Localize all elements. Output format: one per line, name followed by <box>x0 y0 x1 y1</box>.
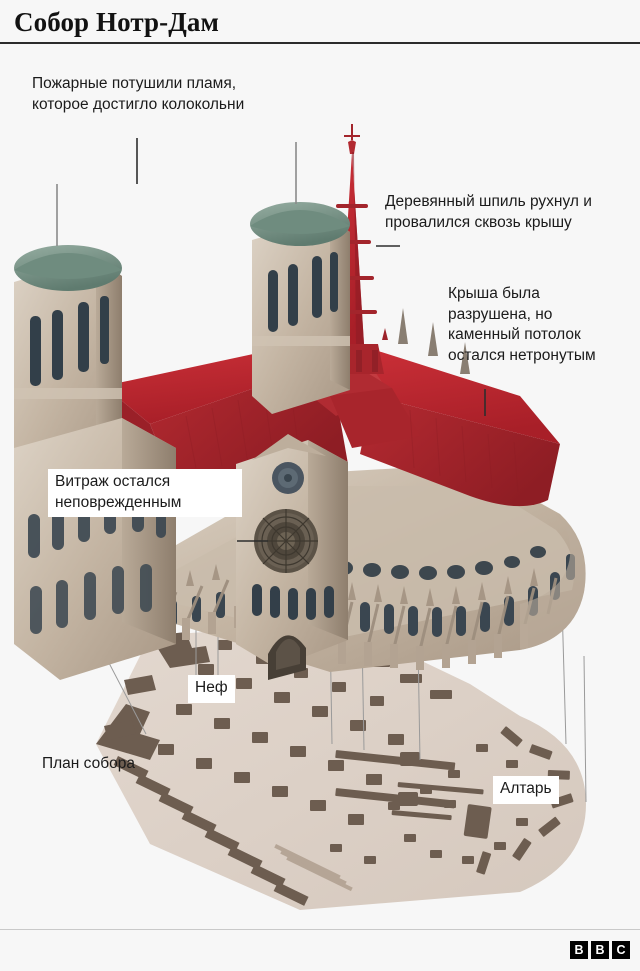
south-transept-facade <box>236 434 348 680</box>
bbc-letter-b1: B <box>570 941 588 959</box>
bbc-logo: B B C <box>570 941 630 959</box>
illustration-stage: Пожарные потушили пламя, которое достигл… <box>0 44 640 929</box>
header: Собор Нотр-Дам <box>0 0 640 44</box>
footer: B B C <box>0 929 640 971</box>
page-title: Собор Нотр-Дам <box>14 7 220 37</box>
cathedral-3d-model <box>14 124 586 680</box>
plan-caption: План собора <box>42 755 135 772</box>
annotation-roof: Крыша была разрушена, но каменный потоло… <box>448 285 596 364</box>
annotation-stained-glass: Витраж остался неповрежденным <box>48 469 242 517</box>
annotation-leader-lines <box>136 138 486 542</box>
bbc-letter-c: C <box>612 941 630 959</box>
west-towers <box>250 142 350 414</box>
plan-label-nave: Неф <box>188 675 235 703</box>
footer-divider <box>0 929 640 930</box>
header-divider <box>0 42 640 44</box>
apse-exterior <box>520 514 586 650</box>
annotation-stained-glass-wrap: Витраж остался неповрежденным <box>48 469 242 517</box>
notre-dame-illustration <box>14 124 587 910</box>
bbc-letter-b2: B <box>591 941 609 959</box>
rose-window <box>254 509 318 573</box>
west-tower-front <box>14 184 122 560</box>
upper-rose-window <box>272 462 304 494</box>
plan-label-nave-wrap: Неф <box>188 675 235 703</box>
annotation-firefighters: Пожарные потушили пламя, которое достигл… <box>32 75 245 113</box>
annotation-spire: Деревянный шпиль рухнул и провалился скв… <box>385 193 592 231</box>
plan-label-altar: Алтарь <box>493 776 559 804</box>
plan-label-altar-wrap: Алтарь <box>493 776 559 804</box>
